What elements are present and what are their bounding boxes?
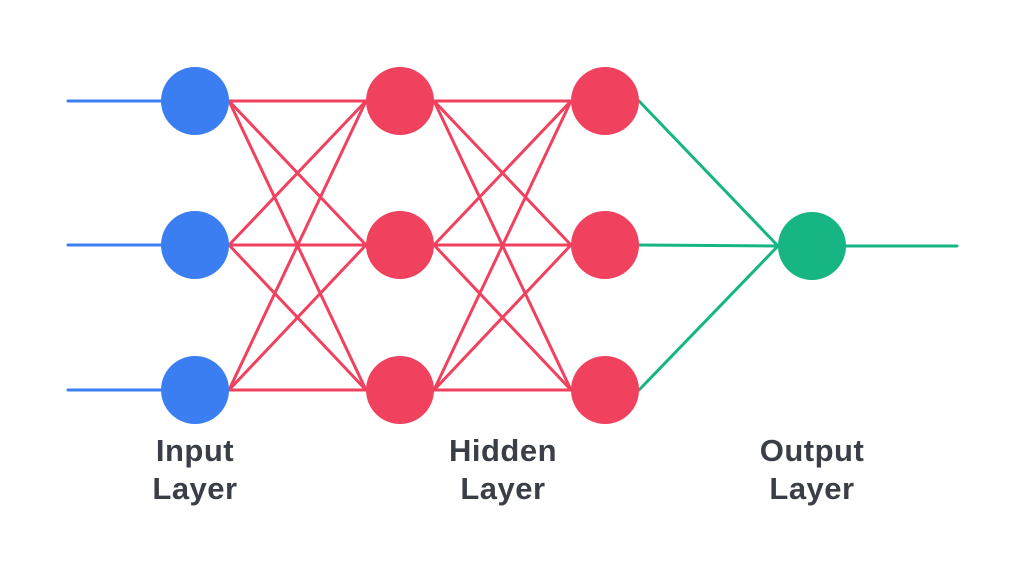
edge-input-3-to-hidden1-1 <box>227 99 368 392</box>
node-hidden1-1 <box>366 67 434 135</box>
edge-hidden2-1-to-output-1 <box>637 99 780 248</box>
node-hidden2-3 <box>571 356 639 424</box>
label-output-layer: Output Layer <box>760 432 865 508</box>
edge-input-2-to-hidden1-1 <box>227 99 368 247</box>
node-input-3 <box>161 356 229 424</box>
node-hidden2-1 <box>571 67 639 135</box>
label-line: Layer <box>460 471 546 506</box>
node-hidden1-3 <box>366 356 434 424</box>
node-hidden2-2 <box>571 211 639 279</box>
edge-hidden1-3-to-hidden2-1 <box>432 99 573 392</box>
edge-input-3-to-hidden1-2 <box>227 243 368 392</box>
label-line: Layer <box>152 471 238 506</box>
label-line: Output <box>759 433 865 468</box>
node-hidden1-2 <box>366 211 434 279</box>
node-output-1 <box>778 212 846 280</box>
label-line: Layer <box>769 471 855 506</box>
node-input-2 <box>161 211 229 279</box>
label-hidden-layer: Hidden Layer <box>449 432 557 508</box>
node-input-1 <box>161 67 229 135</box>
label-input-layer: Input Layer <box>152 432 237 508</box>
label-line: Input <box>155 433 235 468</box>
edge-hidden2-2-to-output-1 <box>637 243 780 248</box>
edge-hidden1-3-to-hidden2-2 <box>432 243 573 392</box>
edge-hidden2-3-to-output-1 <box>637 244 780 392</box>
label-line: Hidden <box>448 433 558 468</box>
edge-hidden1-2-to-hidden2-1 <box>432 99 573 247</box>
